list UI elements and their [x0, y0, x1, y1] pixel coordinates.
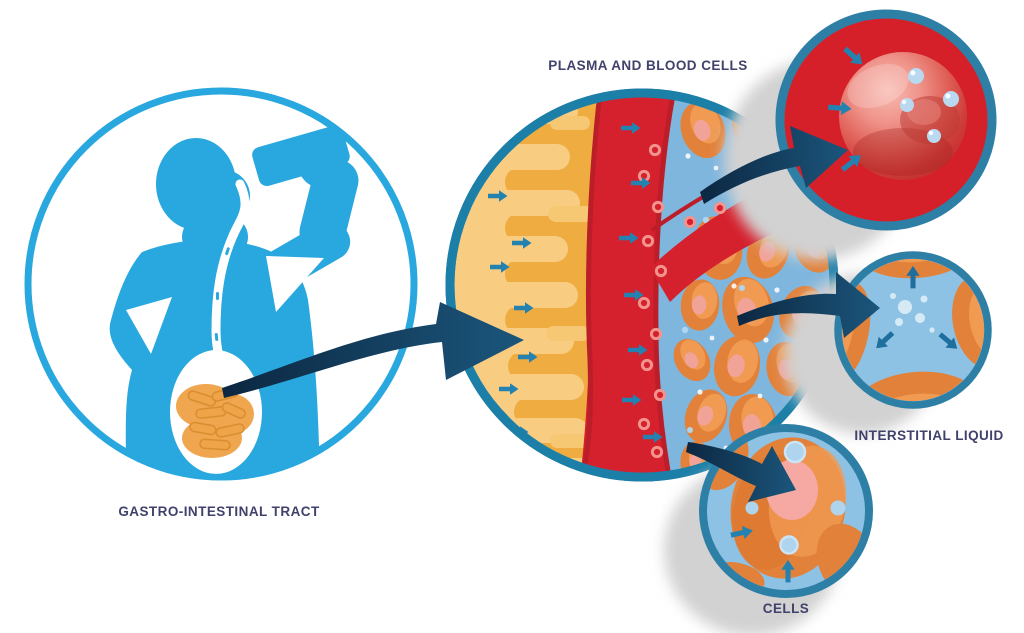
intestines-icon [176, 384, 254, 458]
water-molecules-interstitial [890, 293, 935, 333]
gastro-intestinal-tract-circle [24, 87, 418, 481]
flow-arrow-plasma-to-interstitial [737, 272, 880, 338]
flow-arrows [222, 126, 880, 502]
flow-arrow-plasma-to-rbc [700, 126, 848, 204]
water-molecules-rbc [900, 68, 959, 143]
flow-arrow-plasma-to-cells [686, 442, 796, 502]
esophagus-icon [211, 179, 250, 387]
red-blood-cell-icon [839, 52, 967, 180]
flow-arrow-gi-to-plasma [222, 302, 524, 398]
esophagus-water-marks [214, 247, 230, 341]
label-interstitial-liquid: INTERSTITIAL LIQUID [854, 428, 1004, 443]
villi-icon [470, 97, 602, 473]
red-blood-cell-circle [775, 9, 997, 231]
label-plasma-and-blood-cells: PLASMA AND BLOOD CELLS [548, 58, 748, 73]
label-cells: CELLS [762, 601, 810, 616]
plasma-and-blood-cells-circle [445, 88, 839, 482]
water-molecules-cell [745, 440, 846, 555]
label-gastro-intestinal-tract: GASTRO-INTESTINAL TRACT [118, 504, 320, 519]
